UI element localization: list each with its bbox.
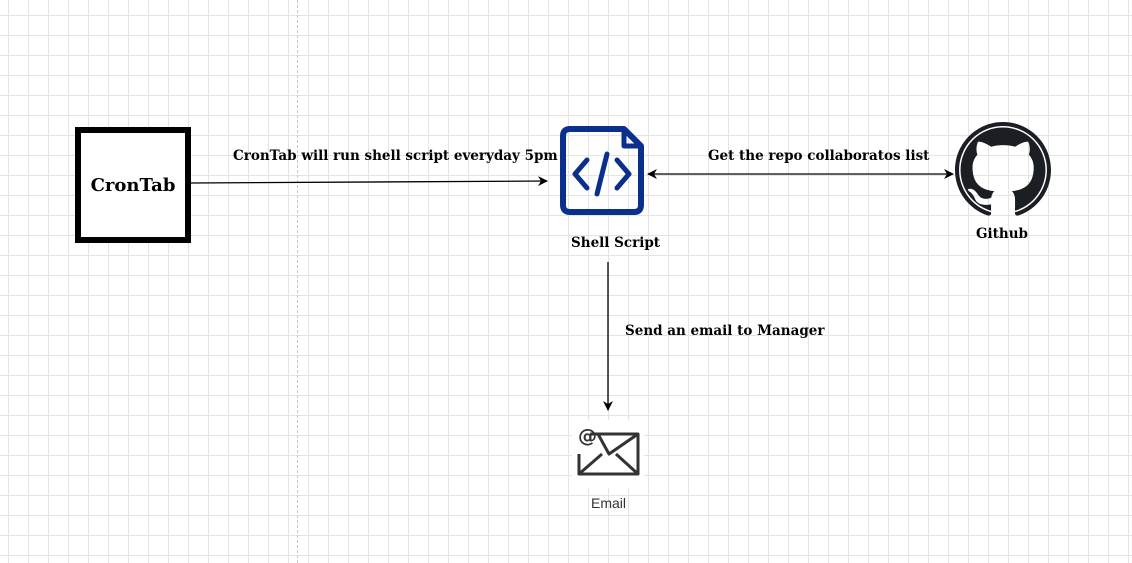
email-label: Email — [591, 495, 627, 511]
github-label: Github — [976, 226, 1028, 242]
edge-label-script-github: Get the repo collaboratos list — [708, 148, 930, 164]
crontab-label: CronTab — [90, 174, 176, 196]
github-octocat-icon[interactable] — [955, 122, 1051, 218]
crontab-node[interactable]: CronTab — [75, 127, 191, 243]
code-file-icon[interactable] — [560, 126, 644, 215]
shell-script-label: Shell Script — [571, 235, 660, 251]
svg-text:@: @ — [578, 425, 597, 447]
edge-label-script-to-email: Send an email to Manager — [625, 323, 825, 339]
email-envelope-icon[interactable]: @ — [576, 422, 642, 478]
edge-label-cron-to-script: CronTab will run shell script everyday 5… — [233, 148, 558, 164]
edge-cron-to-script[interactable] — [190, 176, 548, 187]
page-boundary-guide — [297, 0, 298, 563]
